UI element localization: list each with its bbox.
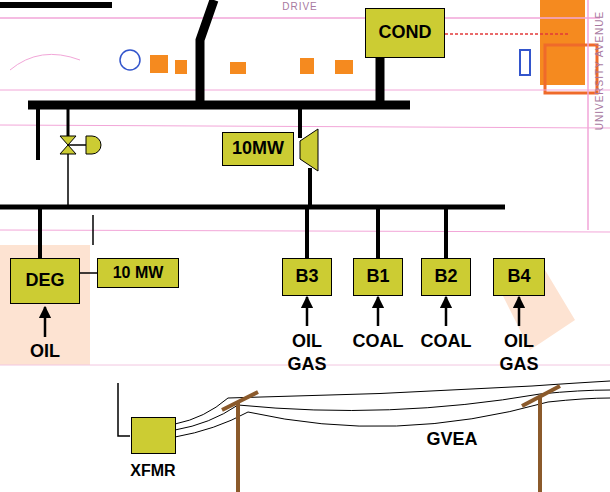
diesel-generator-box: DEG [10,258,80,304]
box-label: B3 [295,267,318,287]
fuel-label: COAL [421,330,472,353]
turbine-rating-box: 10MW [222,132,294,166]
transformer: XFMR [118,417,188,480]
street-name: UNIVERSITY AVENUE [594,10,607,129]
fuel-label: OIL GAS [496,330,542,377]
box-label: 10 MW [113,264,164,282]
connector-line [80,272,97,274]
boiler-box: B2 [421,258,471,296]
electrical-wiring [0,105,505,258]
boiler-box: B1 [353,258,403,296]
condenser-box: COND [365,8,445,58]
generator-rating-box: 10 MW [97,258,179,288]
valve-symbol [60,136,101,154]
box-label: COND [379,23,432,43]
box-label: B2 [434,267,457,287]
street-name: DRIVE [282,0,318,13]
transformer-box [131,417,176,454]
box-label: B4 [507,267,530,287]
box-label: B1 [366,267,389,287]
fuel-label: COAL [353,330,404,353]
boiler-box: B4 [493,258,545,296]
campus-map [0,0,610,365]
fuel-label: OIL [30,340,60,363]
transmission-line [118,381,610,437]
box-label: XFMR [130,462,175,480]
fuel-label: OIL GAS [284,330,330,377]
box-label: DEG [25,271,64,291]
utility-pole [222,386,560,492]
steam-piping [0,0,410,105]
box-label: 10MW [232,139,284,159]
turbine-symbol [300,129,318,171]
utility-label: GVEA [426,428,477,451]
boiler-box: B3 [282,258,332,296]
